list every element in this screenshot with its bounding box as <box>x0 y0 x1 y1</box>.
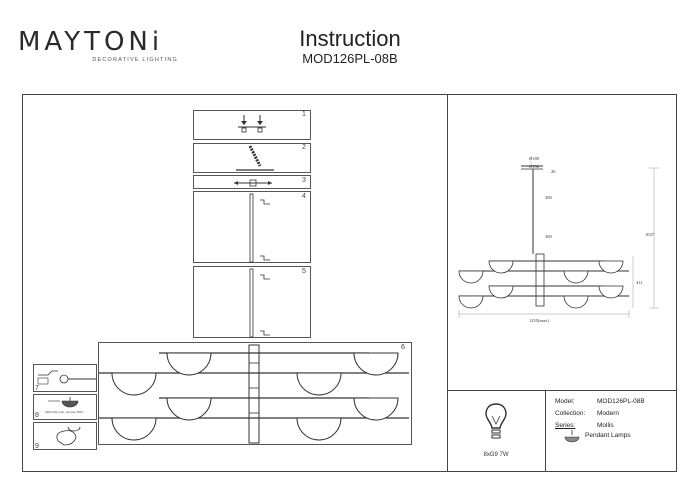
pendant-lamp-icon <box>564 430 580 443</box>
lightbulb-icon <box>485 403 507 439</box>
hand-install-icon <box>56 426 81 446</box>
step-9-panel <box>33 422 97 450</box>
step-number: 6 <box>401 344 405 351</box>
step-number: 5 <box>302 268 306 275</box>
dim-d1: Ø180 <box>529 156 540 161</box>
collection-label: Collection: <box>555 410 586 417</box>
mounting-screws-icon <box>238 115 266 133</box>
dim-rod1: 300 <box>545 195 553 200</box>
frame-divider-vertical <box>447 94 448 472</box>
dim-width: 1255(max) <box>529 318 549 323</box>
step-5-panel <box>193 266 311 338</box>
step-number: 3 <box>302 177 306 184</box>
spec-divider <box>545 390 546 472</box>
dim-body-height: 411 <box>636 280 643 285</box>
step-7-panel <box>33 364 97 392</box>
ceiling-bracket-icon <box>236 145 274 171</box>
document-title: Instruction <box>299 26 401 51</box>
wiring-detail-icon <box>37 370 96 385</box>
brand-tagline: DECORATIVE LIGHTING <box>92 57 178 63</box>
bulb-spec: 8xG9 7W <box>483 452 509 458</box>
step-2-panel <box>193 143 311 173</box>
step-number: 7 <box>35 385 39 392</box>
step-7-note: LED (G9) strip, remove SRA. <box>45 410 84 414</box>
step-1-panel <box>193 110 311 140</box>
canopy-icon <box>234 179 272 187</box>
series-value: Mollis <box>597 422 614 429</box>
dim-d2: Ø150 <box>529 164 540 169</box>
step-number: 4 <box>302 193 306 200</box>
lamp-type: Pendant Lamps <box>585 432 631 439</box>
dim-rod2: 300 <box>545 234 553 239</box>
collection-value: Modern <box>597 410 620 417</box>
dim-total-height: 1037 <box>645 232 655 237</box>
instruction-frame <box>22 94 677 472</box>
brand-name: MAYTONi <box>18 27 164 57</box>
frame-divider-horizontal <box>447 390 677 391</box>
step-number: 9 <box>35 443 39 450</box>
series-label: Series: <box>555 422 576 429</box>
document-model: MOD126PL-08B <box>302 51 398 66</box>
step-number: 8 <box>35 412 39 419</box>
fixture-assembly-drawing <box>99 344 409 444</box>
rod-assembly-icon <box>249 193 270 263</box>
dim-d3: 26 <box>551 169 556 174</box>
step-4-panel <box>193 191 311 263</box>
rod-extension-icon <box>249 268 270 338</box>
model-value: MOD126PL-08B <box>597 398 645 405</box>
step-8-panel: LED (G9) strip, remove SRA. <box>33 394 97 420</box>
step-number: 2 <box>302 144 306 151</box>
brand-logo: MAYTONi DECORATIVE LIGHTING <box>18 28 188 63</box>
dimension-drawing: Ø180 Ø150 26 300 300 1037 411 1255(max) <box>458 156 659 323</box>
step-6-panel <box>98 342 412 445</box>
model-label: Model: <box>555 398 575 405</box>
bulb-insert-icon <box>48 397 79 408</box>
step-number: 1 <box>302 111 306 118</box>
step-3-panel <box>193 175 311 189</box>
